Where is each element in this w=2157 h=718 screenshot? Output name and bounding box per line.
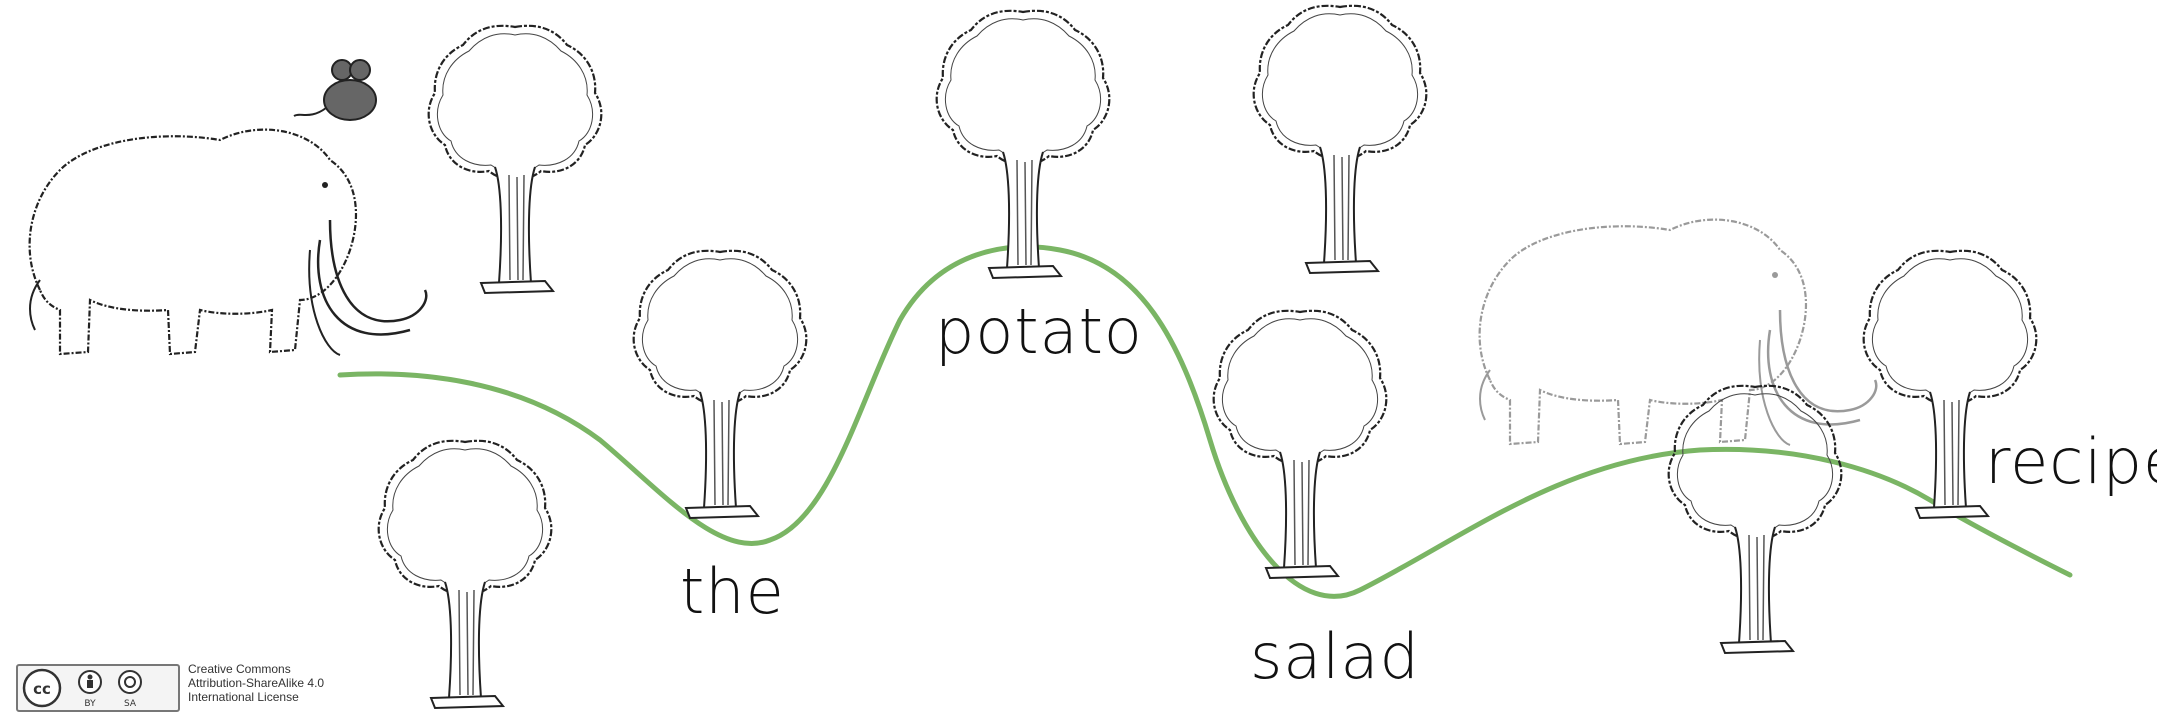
- tree-icon: [1212, 309, 1388, 580]
- cc-icon: cc: [22, 668, 62, 708]
- mammoth-icon: [28, 128, 428, 357]
- sa-icon: SA: [118, 670, 142, 709]
- tree-icon: [632, 249, 808, 520]
- path-word-recipe: recipe: [1985, 425, 2157, 498]
- cc-license-badge: cc BY SA: [16, 664, 180, 712]
- tree-icon: [1252, 4, 1428, 275]
- license-line-2: Attribution-ShareAlike 4.0: [188, 676, 325, 690]
- path-word-salad: salad: [1250, 620, 1420, 693]
- svg-text:cc: cc: [33, 680, 51, 698]
- tree-icon: [377, 439, 553, 710]
- by-icon: BY: [78, 670, 102, 709]
- tree-icon: [1667, 384, 1843, 655]
- mammoth-icon: [1478, 218, 1878, 447]
- tree-icon: [427, 24, 603, 295]
- license-block: cc BY SA Creative Commons Attribution-Sh…: [16, 662, 324, 712]
- mouse-icon: [293, 59, 377, 121]
- svg-text:SA: SA: [124, 699, 137, 709]
- path-word-potato: potato: [935, 295, 1143, 368]
- svg-text:BY: BY: [84, 699, 96, 709]
- tree-icon: [935, 9, 1111, 280]
- license-line-3: International License: [188, 690, 299, 704]
- license-text: Creative Commons Attribution-ShareAlike …: [188, 662, 324, 704]
- path-word-the: the: [680, 555, 785, 628]
- license-line-1: Creative Commons: [188, 662, 291, 676]
